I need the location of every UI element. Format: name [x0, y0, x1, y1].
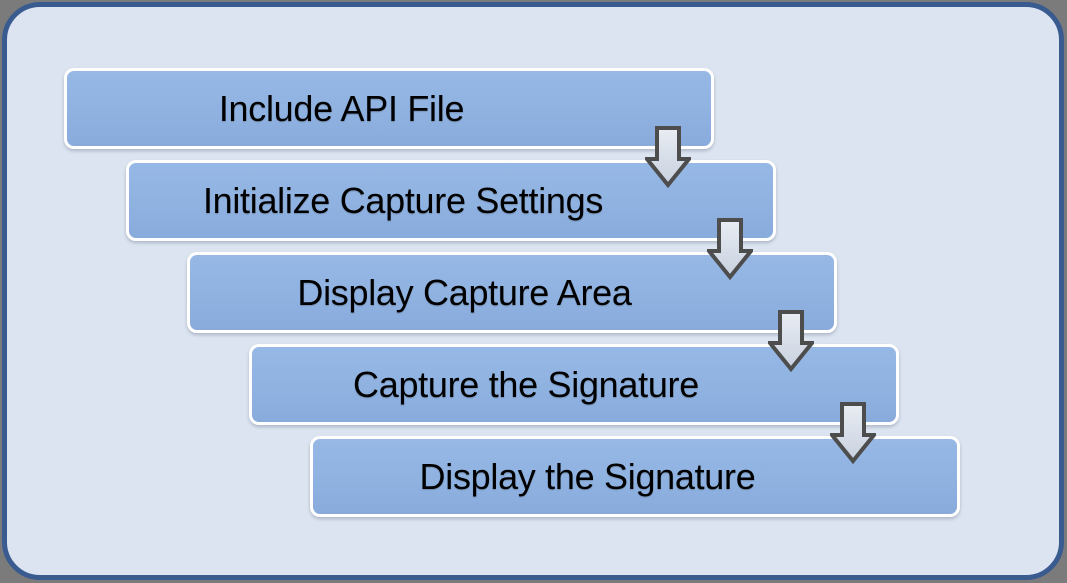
- step-label: Display the Signature: [419, 455, 756, 497]
- down-arrow-icon: [768, 310, 814, 372]
- down-arrow-icon: [829, 402, 876, 464]
- down-arrow-icon: [706, 218, 753, 280]
- step-box-display-capture-area: Display Capture Area: [187, 252, 837, 333]
- step-label: Capture the Signature: [353, 363, 699, 405]
- step-label: Initialize Capture Settings: [202, 179, 604, 221]
- step-label: Include API File: [218, 87, 465, 129]
- step-box-include-api-file: Include API File: [64, 68, 714, 149]
- down-arrow-icon: [645, 126, 691, 188]
- step-label: Display Capture Area: [297, 271, 632, 313]
